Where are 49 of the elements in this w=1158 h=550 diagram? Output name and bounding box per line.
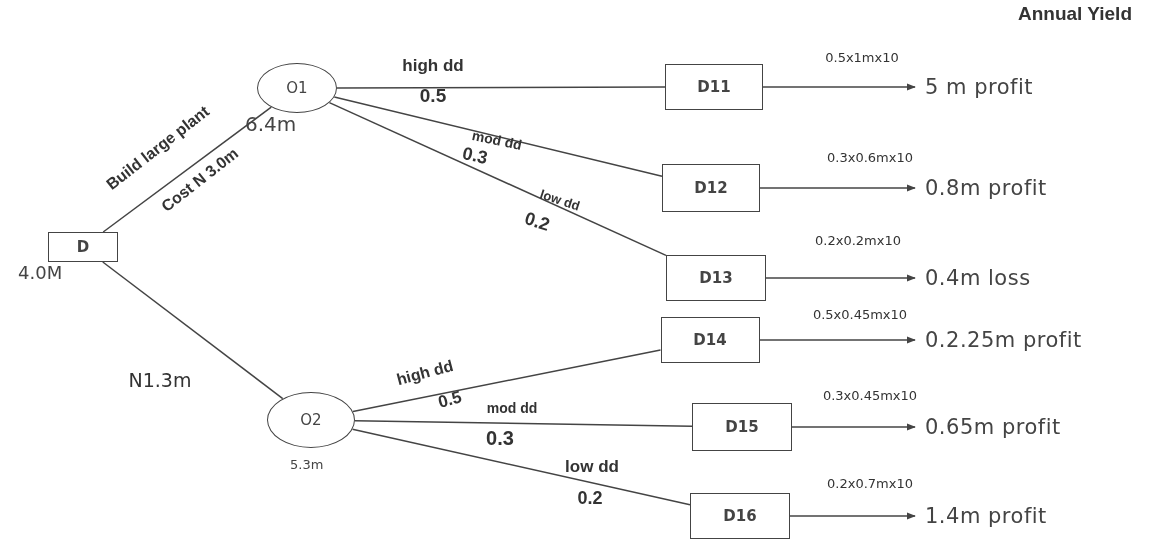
decision-box: D15 bbox=[692, 403, 792, 451]
value-label: 4.0M bbox=[18, 262, 63, 283]
edge-label: 0.2x0.7mx10 bbox=[827, 475, 913, 491]
edge-note: 0.2 bbox=[577, 487, 603, 509]
column-heading: Annual Yield bbox=[1018, 3, 1132, 25]
edge-label: 0.5x0.45mx10 bbox=[812, 306, 908, 322]
arrow bbox=[758, 336, 916, 344]
value-label: 5.3m bbox=[290, 457, 324, 472]
branch-line bbox=[352, 349, 662, 413]
decision-box: D12 bbox=[662, 164, 760, 212]
outcome-text: 0.8m profit bbox=[925, 176, 1047, 200]
branch-line bbox=[354, 419, 693, 427]
outcome-text: 0.4m loss bbox=[925, 266, 1031, 290]
edge-label: 0.3x0.6mx10 bbox=[827, 149, 913, 165]
edge-note: 0.5 bbox=[436, 387, 464, 413]
chance-node: O2 bbox=[267, 392, 355, 448]
edge-label: N1.3m bbox=[128, 369, 192, 391]
edge-label: 0.5x1mx10 bbox=[825, 49, 899, 65]
branch-line bbox=[102, 106, 272, 233]
outcome-text: 0.2.25m profit bbox=[925, 328, 1082, 352]
branch-line bbox=[333, 96, 663, 177]
edge-label: mod dd bbox=[486, 400, 538, 416]
arrow bbox=[759, 184, 916, 192]
arrow bbox=[765, 274, 916, 282]
decision-box: D11 bbox=[665, 64, 763, 110]
edge-label: 0.3x0.45mx10 bbox=[822, 387, 918, 403]
edge-note: 0.3 bbox=[460, 143, 490, 169]
arrow bbox=[789, 512, 916, 520]
value-label: 6.4m bbox=[245, 112, 297, 136]
branch-line bbox=[328, 101, 667, 257]
arrow bbox=[762, 83, 916, 91]
branch-line bbox=[102, 261, 284, 400]
chance-node: O1 bbox=[257, 63, 337, 113]
branch-line bbox=[351, 428, 691, 506]
branch-line bbox=[336, 86, 666, 89]
outcome-text: 5 m profit bbox=[925, 75, 1033, 99]
edge-label: high dd bbox=[402, 56, 464, 76]
decision-box: D bbox=[48, 232, 118, 262]
decision-box: D16 bbox=[690, 493, 790, 539]
edge-label: low dd bbox=[565, 457, 619, 477]
decision-box: D13 bbox=[666, 255, 766, 301]
decision-box: D14 bbox=[660, 317, 760, 363]
arrow bbox=[791, 423, 916, 431]
edge-label: high dd bbox=[394, 356, 456, 390]
edge-note: 0.5 bbox=[419, 85, 447, 107]
outcome-text: 0.65m profit bbox=[925, 415, 1061, 439]
edge-label: 0.2x0.2mx10 bbox=[815, 232, 901, 248]
outcome-text: 1.4m profit bbox=[925, 504, 1047, 528]
edge-note: 0.3 bbox=[486, 426, 514, 450]
